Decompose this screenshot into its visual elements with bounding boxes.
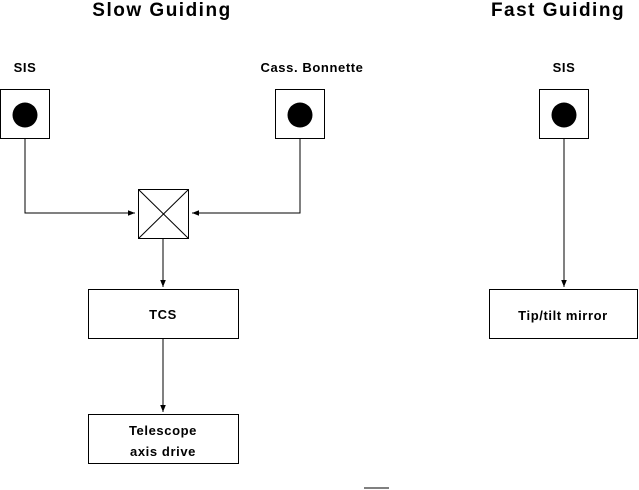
- tip-tilt-mirror-label: Tip/tilt mirror: [518, 308, 608, 323]
- tcs-label: TCS: [149, 307, 177, 322]
- slow-sis-to-combiner-arrow: [24, 139, 135, 216]
- slow-guiding-title: Slow Guiding: [92, 0, 231, 21]
- cass-bonnette-detector: [275, 89, 325, 139]
- telescope-axis-drive-box: [88, 414, 239, 464]
- detector-dot-icon: [287, 102, 313, 128]
- fast-sis-detector: [539, 89, 589, 139]
- slow-sis-detector: [0, 89, 50, 139]
- tip-tilt-mirror-box: [489, 289, 638, 339]
- detector-dot-icon: [551, 102, 577, 128]
- cass-bonnette-label: Cass. Bonnette: [260, 60, 363, 75]
- slow-sis-label: SIS: [14, 60, 37, 75]
- combiner-box: [138, 189, 189, 239]
- telescope-label-line2: axis drive: [130, 444, 196, 459]
- telescope-label-line1: Telescope: [129, 423, 197, 438]
- fast-guiding-title: Fast Guiding: [491, 0, 625, 21]
- tcs-box: [88, 289, 239, 339]
- detector-dot-icon: [12, 102, 38, 128]
- cass-to-combiner-arrow: [192, 139, 301, 216]
- fast-sis-label: SIS: [553, 60, 576, 75]
